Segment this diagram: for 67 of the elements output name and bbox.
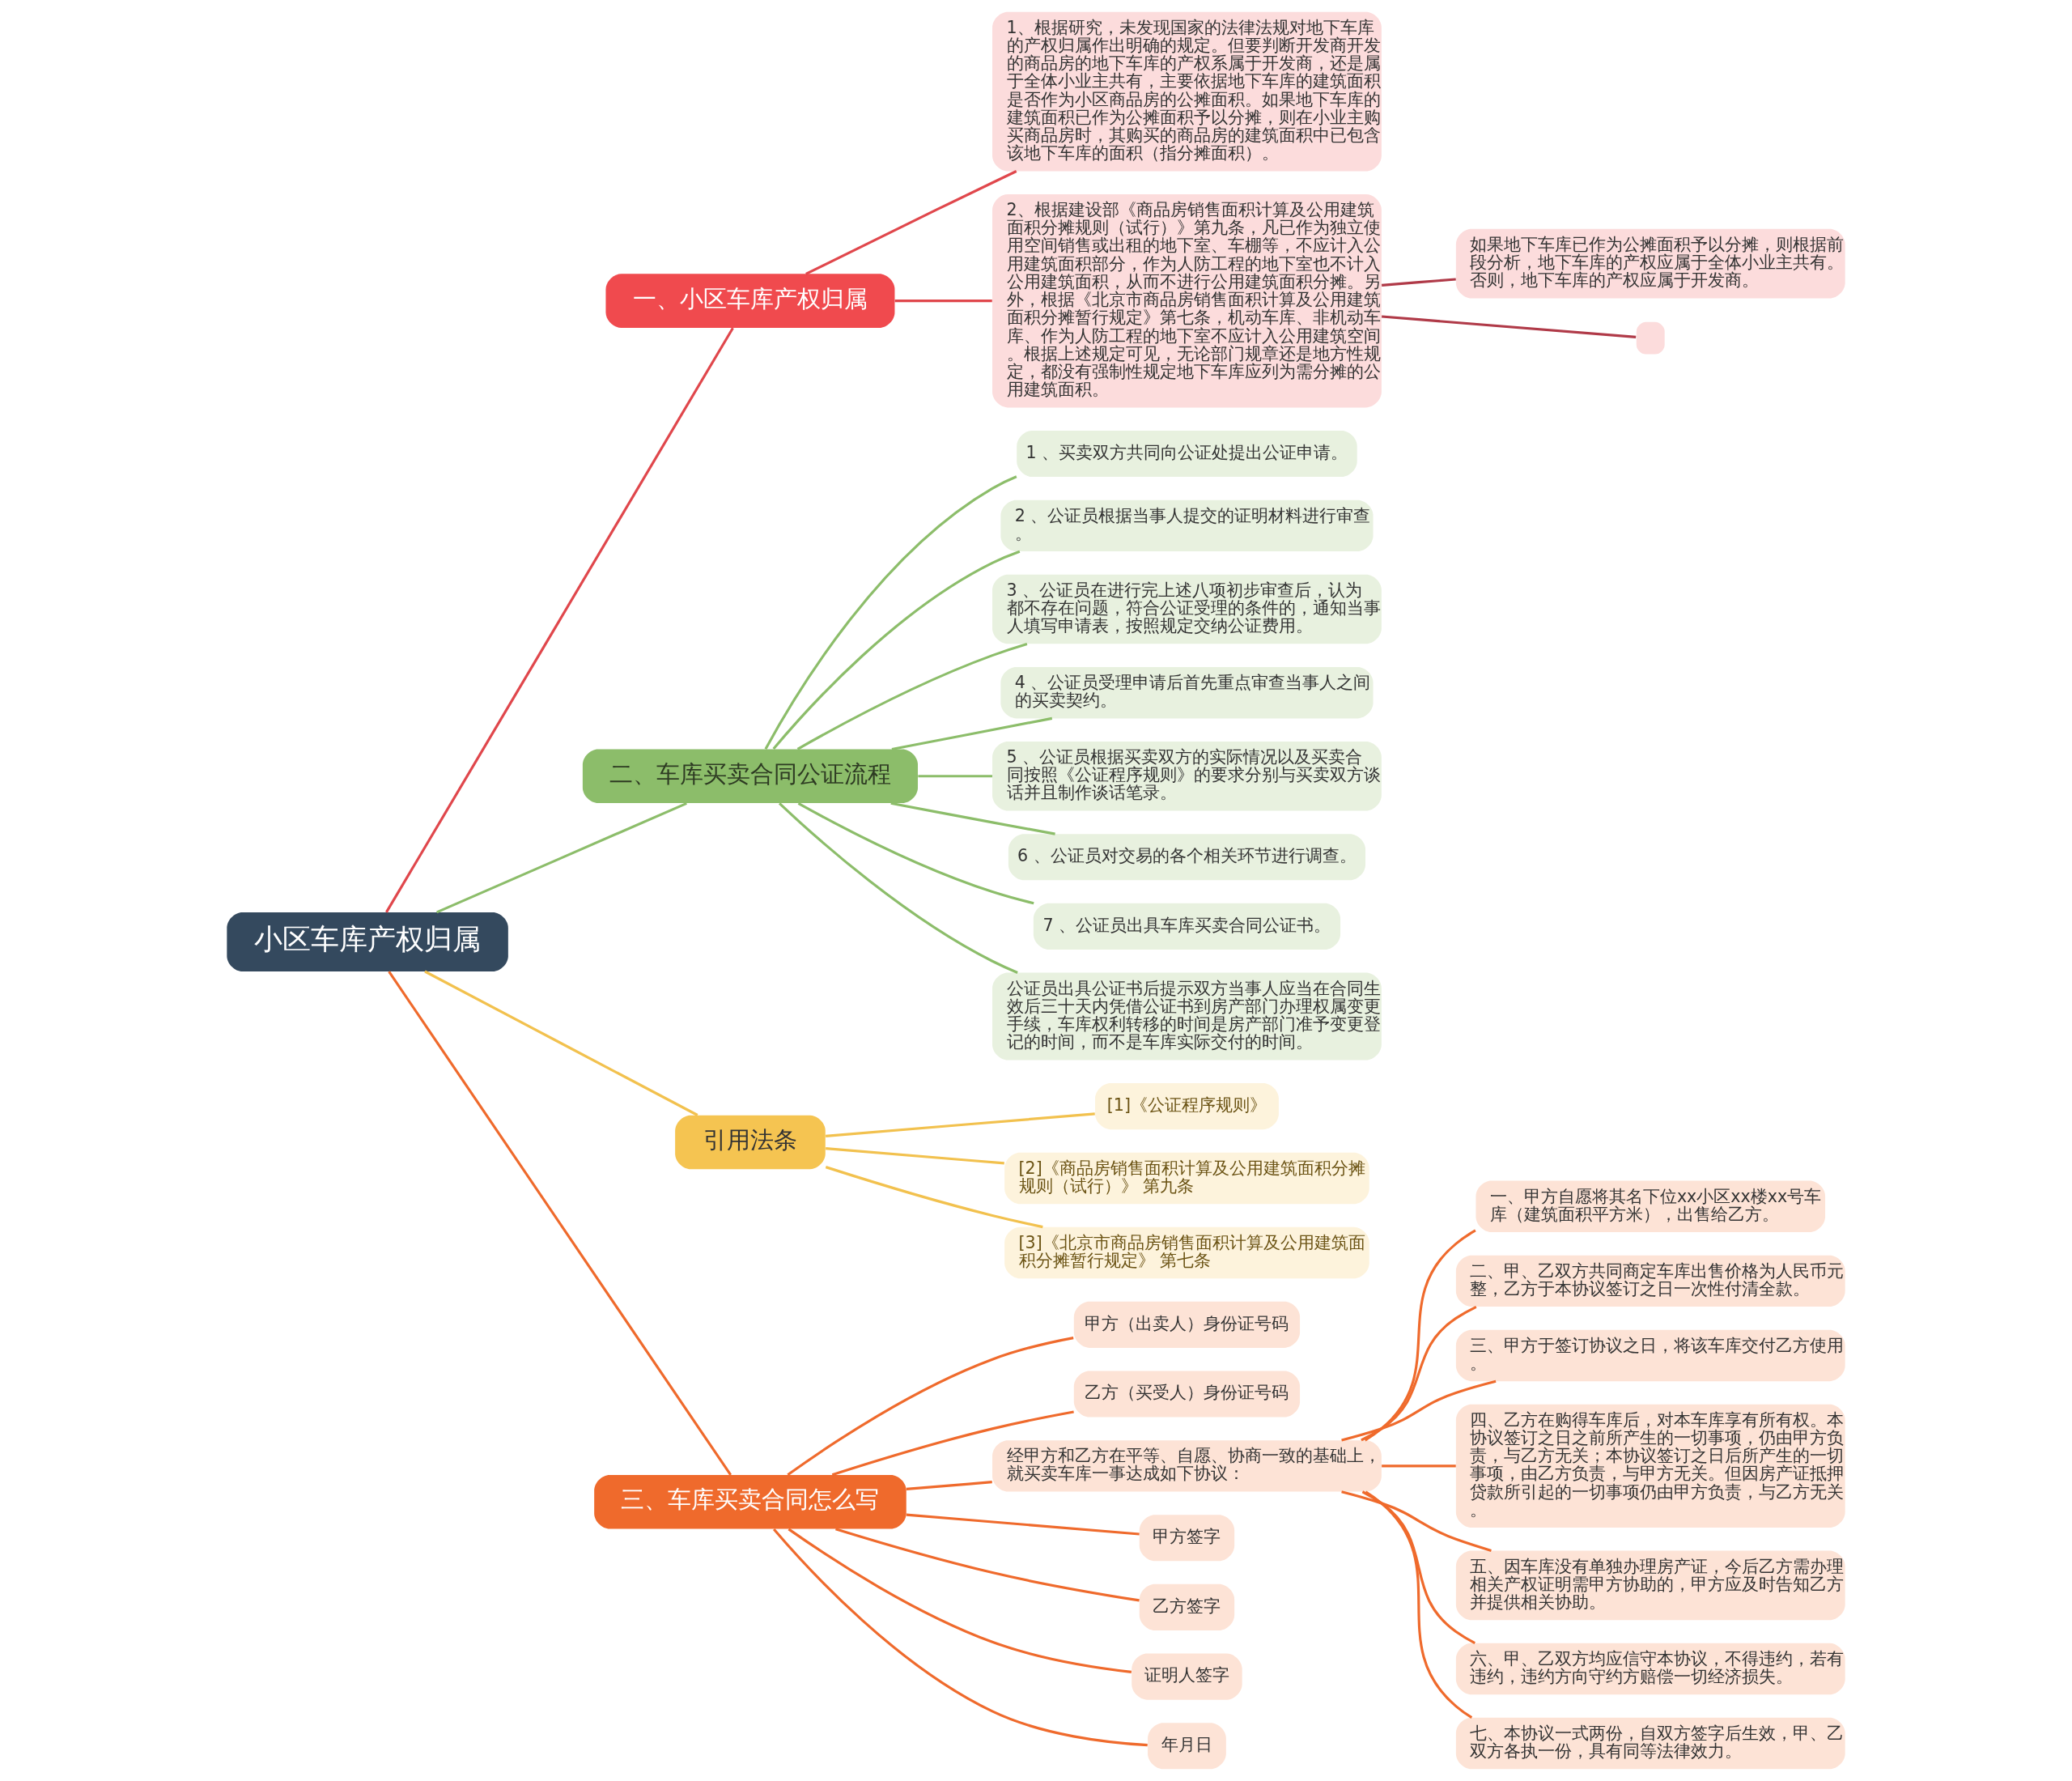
connector: [788, 1528, 1132, 1673]
connector: [773, 1528, 1148, 1747]
node-box: 证明人签字: [1132, 1653, 1242, 1700]
node-box: 三、甲方于签订协议之日，将该车库交付乙方使用。: [1455, 1329, 1845, 1382]
node-box: 经甲方和乙方在平等、自愿、协商一致的基础上，就买卖车库一事达成如下协议：: [992, 1440, 1382, 1492]
connector: [796, 642, 1028, 750]
connector: [797, 802, 1034, 905]
node-box: 二、甲、乙双方共同商定车库出售价格为人民币元整，乙方于本协议签订之日一次性付清全款。: [1455, 1255, 1845, 1307]
node-box: 1、根据研究，未发现国家的法律法规对地下车库的产权归属作出明确的规定。但要判断开发商开发的商品房的地下车库的产权系属于开发商，还是属于全体小业主共有，主要依据地下车库的建筑面积是否作为小区商品房的公摊面积。如果地下车库的建筑面积已作为公摊面积予以分摊，则在小业主购买商品房时，其购买的商品房的建筑面积中已包含该地下车库的面积（指分摊面积）。: [992, 11, 1382, 172]
connector: [436, 801, 687, 914]
connector: [891, 716, 1053, 750]
node-box: 六、甲、乙双方均应信守本协议，不得违约，若有违约，违约方向守约方赔偿一切经济损失。: [1455, 1643, 1845, 1695]
connector: [1382, 1464, 1456, 1468]
connector: [825, 1166, 1043, 1229]
connector: [385, 327, 734, 913]
connector: [906, 1513, 1140, 1536]
connector: [826, 1112, 1095, 1137]
connector: [1341, 1490, 1492, 1552]
connector: [1341, 1379, 1497, 1442]
node-box: 4 、公证员受理申请后首先重点审查当事人之间的买卖契约。: [1000, 666, 1374, 719]
node-box: 年月日: [1148, 1723, 1226, 1770]
connector: [424, 970, 698, 1116]
node-box: 小区车库产权归属: [227, 912, 508, 971]
node-box: 如果地下车库已作为公摊面积予以分摊，则根据前段分析，地下车库的产权应属于全体小业主共有。否则，地下车库的产权应属于开发商。: [1455, 228, 1845, 299]
node-box: 七、本协议一式两份，自双方签字后生效，甲、乙双方各执一份，具有同等法律效力。: [1455, 1717, 1845, 1770]
node-box: 6 、公证员对交易的各个相关环节进行调查。: [1008, 834, 1365, 881]
connector: [890, 801, 1055, 835]
node-box: 1 、买卖双方共同向公证处提出公证申请。: [1017, 430, 1357, 478]
connector: [835, 1528, 1140, 1602]
connector: [779, 802, 1018, 974]
node-box: 2 、公证员根据当事人提交的证明材料进行审查。: [1000, 499, 1374, 552]
node-box: 四、乙方在购得车库后，对本车库享有所有权。本协议签订之日之前所产生的一切事项，仍由甲方负责，与乙方无关；本协议签订之日后所产生的一切事项，由乙方负责，与甲方无关。但因房产证抵押贷款所引起的一切事项仍由甲方负责，与乙方无关。: [1455, 1404, 1845, 1528]
node-box: [1636, 321, 1665, 355]
node-box: 2、根据建设部《商品房销售面积计算及公用建筑面积分摊规则（试行）》第九条，凡已作为独立使用空间销售或出租的地下室、车棚等，不应计入公用建筑面积部分，作为人防工程的地下室也不计入公用建筑面积，从而不进行公用建筑面积分摊。另外，根据《北京市商品房销售面积计算及公用建筑面积分摊暂行规定》第七条，机动车库、非机动车库、作为人防工程的地下室不应计入公用建筑空间。根据上述规定可见，无论部门规章还是地方性规定，都没有强制性规定地下车库应列为需分摊的公用建筑面积。: [992, 194, 1382, 408]
connector: [826, 1147, 1004, 1165]
node-box: 一、小区车库产权归属: [605, 274, 895, 328]
node-box: 5 、公证员根据买卖双方的实际情况以及买卖合同按照《公证程序规则》的要求分别与买卖双方谈话并且制作谈话笔录。: [992, 741, 1382, 811]
node-box: 二、车库买卖合同公证流程: [582, 749, 918, 804]
connector: [918, 775, 992, 778]
connector: [805, 170, 1017, 275]
connector: [388, 971, 732, 1476]
node-box: [2]《商品房销售面积计算及公用建筑面积分摊规则（试行）》 第九条: [1004, 1152, 1369, 1205]
node-box: 引用法条: [675, 1115, 826, 1170]
connector: [1382, 315, 1637, 338]
node-box: 甲方签字: [1139, 1515, 1235, 1562]
connector: [772, 550, 1021, 750]
node-box: 7 、公证员出具车库买卖合同公证书。: [1033, 903, 1341, 950]
connector: [906, 1481, 992, 1490]
connector: [1361, 1490, 1475, 1645]
connector: [787, 1337, 1074, 1477]
node-box: 乙方（买受人）身份证号码: [1073, 1371, 1301, 1418]
node-box: [1]《公证程序规则》: [1095, 1083, 1279, 1130]
node-box: 乙方签字: [1139, 1583, 1235, 1630]
connector: [764, 475, 1017, 750]
node-box: 甲方（出卖人）身份证号码: [1073, 1301, 1301, 1348]
connector: [1364, 1229, 1476, 1442]
node-box: 五、因车库没有单独办理房产证，今后乙方需办理相关产权证明需甲方协助的，甲方应及时告知乙方并提供相关协助。: [1455, 1550, 1845, 1621]
connector: [1365, 1490, 1473, 1719]
node-box: [3]《北京市商品房销售面积计算及公用建筑面积分摊暂行规定》 第七条: [1004, 1226, 1369, 1279]
connector: [1361, 1305, 1477, 1442]
node-box: 三、车库买卖合同怎么写: [594, 1474, 906, 1529]
node-box: 公证员出具公证书后提示双方当事人应当在合同生效后三十天内凭借公证书到房产部门办理权属变更手续，车库权利转移的时间是房产部门准予变更登记的时间，而不是车库实际交付的时间。: [992, 972, 1382, 1061]
connector: [1382, 278, 1456, 287]
node-box: 一、甲方自愿将其名下位xx小区xx楼xx号车库（建筑面积平方米），出售给乙方。: [1475, 1180, 1826, 1233]
node-box: 3 、公证员在进行完上述八项初步审查后，认为都不存在问题，符合公证受理的条件的，通知当事人填写申请表，按照规定交纳公证费用。: [992, 574, 1382, 644]
connector: [831, 1410, 1074, 1477]
connector: [894, 300, 992, 303]
